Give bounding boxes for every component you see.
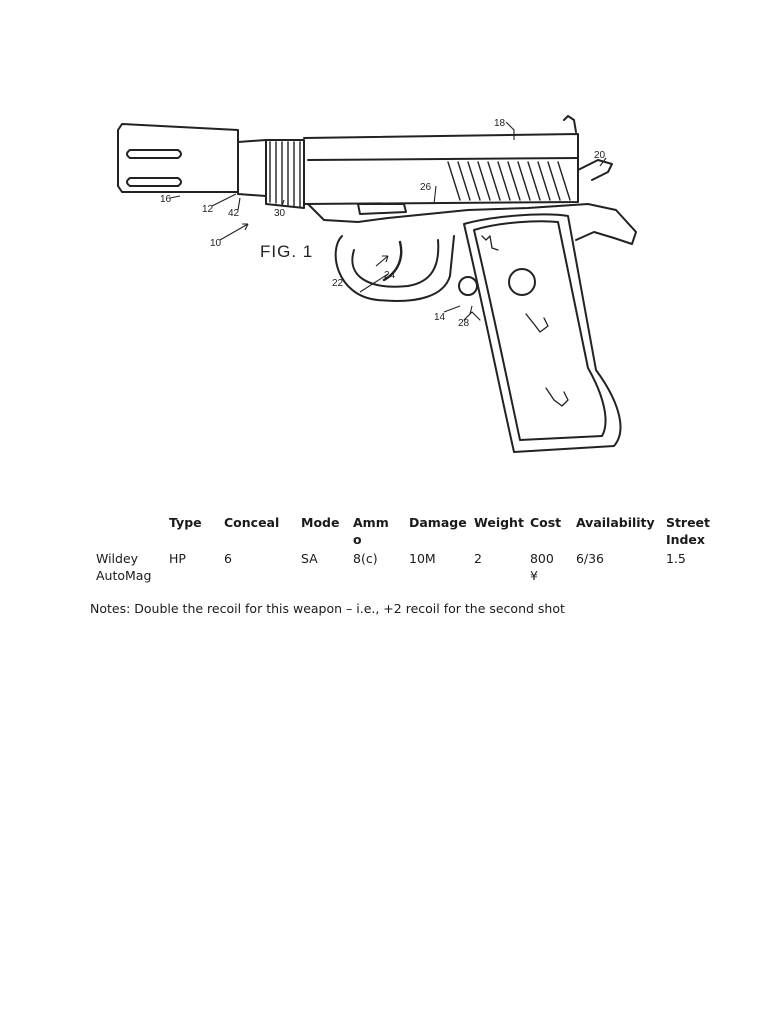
callout-30: 30 [274, 208, 286, 219]
cell-mode: SA [301, 551, 318, 566]
cell-weight: 2 [474, 551, 482, 566]
callout-10: 10 [210, 238, 222, 249]
header-mode: Mode [301, 515, 340, 530]
cell-ammo: 8(c) [353, 551, 378, 566]
header-cost: Cost [529, 515, 562, 530]
cell-type: HP [169, 551, 186, 566]
callout-42: 42 [228, 208, 240, 219]
header-type: Type [169, 515, 202, 530]
header-conceal: Conceal [224, 515, 280, 530]
callout-28: 28 [458, 318, 470, 329]
callout-14: 14 [434, 312, 446, 323]
callout-12: 12 [202, 204, 214, 215]
cell-cost: 800¥ [529, 551, 554, 583]
callout-22: 22 [332, 278, 344, 289]
cell-availability: 6/36 [575, 551, 605, 566]
cell-street-index: 1.5 [665, 551, 686, 566]
callout-20: 20 [594, 150, 606, 161]
figure-caption: FIG. 1 [260, 242, 313, 261]
header-weight: Weight [474, 515, 524, 530]
callout-24: 24 [384, 270, 396, 281]
pistol-patent-drawing: 18 20 16 12 42 30 26 10 24 22 14 28 FIG.… [117, 115, 637, 453]
header-availability: Availability [575, 515, 655, 530]
cell-damage: 10M [409, 551, 436, 566]
callout-26: 26 [420, 182, 432, 193]
callout-18: 18 [494, 118, 506, 129]
cell-conceal: 6 [224, 551, 232, 566]
callout-16: 16 [160, 194, 172, 205]
weapon-notes: Notes: Double the recoil for this weapon… [90, 601, 565, 616]
header-damage: Damage [409, 515, 467, 530]
header-name [90, 512, 163, 548]
